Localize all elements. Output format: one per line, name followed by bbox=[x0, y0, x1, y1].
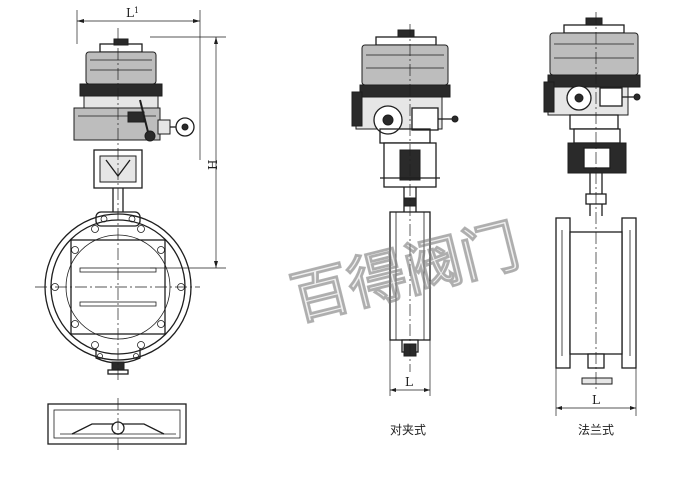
flange-gearbox-base bbox=[569, 114, 619, 130]
dimension-l-wafer: L bbox=[389, 340, 431, 396]
handwheel-hub bbox=[157, 119, 171, 135]
wafer-gearbox-side bbox=[351, 91, 363, 127]
dimension-label-h: H bbox=[206, 160, 220, 170]
flange-bracket-top bbox=[573, 128, 621, 144]
front-view: L1 H bbox=[35, 6, 226, 382]
actuator-knob bbox=[113, 38, 129, 46]
dimension-h: H bbox=[150, 36, 226, 269]
top-view bbox=[47, 398, 187, 450]
actuator-housing bbox=[85, 51, 157, 85]
actuator-base-band bbox=[79, 83, 163, 97]
flange-left bbox=[555, 217, 571, 369]
gearbox-block bbox=[127, 111, 145, 123]
label-wafer-type: 对夹式 bbox=[390, 423, 426, 437]
flange-handwheel-center bbox=[574, 93, 584, 103]
dimension-l-flange: L bbox=[555, 368, 637, 416]
flange-bottom-plate bbox=[581, 377, 613, 385]
dimension-label-l1: L1 bbox=[126, 6, 139, 20]
dimension-label-l-flange: L bbox=[592, 393, 600, 407]
flange-right bbox=[621, 217, 637, 369]
flange-gearbox-block bbox=[599, 87, 623, 107]
top-view-inner bbox=[53, 409, 181, 439]
flange-actuator-band bbox=[547, 74, 641, 88]
actuator-lower-band bbox=[83, 95, 159, 109]
wafer-actuator-cap bbox=[375, 36, 437, 46]
flange-actuator-knob bbox=[585, 17, 603, 26]
handwheel-center bbox=[181, 123, 189, 131]
flange-gearbox-side bbox=[543, 81, 555, 113]
wafer-actuator-knob bbox=[397, 29, 415, 38]
lever-knob bbox=[144, 130, 156, 142]
flange-side-view: L 法兰式 bbox=[543, 12, 641, 437]
wafer-gearbox-block bbox=[411, 107, 439, 131]
wafer-side-view: L 对夹式 bbox=[351, 24, 459, 437]
flange-bracket-window bbox=[583, 147, 611, 169]
dimension-label-l-wafer: L bbox=[405, 375, 413, 389]
wafer-handwheel-center bbox=[382, 114, 394, 126]
top-view-outline bbox=[47, 403, 187, 445]
wafer-actuator-band bbox=[359, 84, 451, 98]
wafer-actuator-housing bbox=[361, 44, 449, 86]
flange-actuator-cap bbox=[563, 24, 625, 34]
dimension-l1: L1 bbox=[76, 6, 201, 160]
disc-bar-bottom bbox=[79, 301, 157, 307]
flange-actuator-housing bbox=[549, 32, 639, 76]
label-flange-type: 法兰式 bbox=[578, 423, 614, 437]
